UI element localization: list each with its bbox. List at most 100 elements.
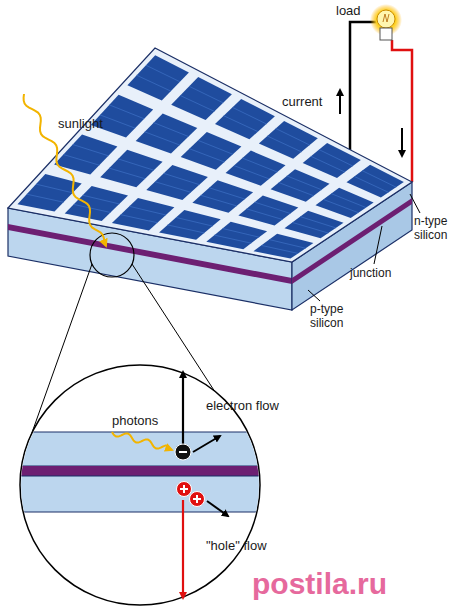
cell-stripe	[323, 199, 358, 212]
junction-layer	[10, 466, 270, 476]
cell-stripe	[36, 184, 73, 193]
leader-line	[308, 290, 320, 301]
cell-stripe	[146, 65, 180, 82]
plus-sign	[193, 495, 201, 503]
minus-sign	[179, 451, 187, 453]
solar-cell	[206, 222, 267, 249]
cell-stripe	[73, 144, 109, 155]
electron	[175, 444, 191, 460]
solar-cell	[159, 210, 221, 240]
cell-stripe	[261, 245, 298, 253]
leader-line	[410, 194, 420, 213]
sunlight-ray	[24, 94, 106, 246]
flow-label: electron flow	[206, 398, 279, 413]
cell-stripe	[223, 228, 260, 237]
solar-cell	[65, 186, 128, 221]
photons-label: photons	[112, 413, 158, 428]
load-label: load	[336, 3, 361, 18]
cell-stripe	[155, 182, 191, 193]
solar-cell	[285, 211, 344, 238]
cell-stripe	[209, 188, 245, 199]
cell-stripe	[164, 173, 200, 184]
magnifier-ring	[90, 233, 134, 277]
top-face	[8, 48, 412, 262]
cell-stripe	[27, 194, 64, 202]
current-arrow	[339, 90, 341, 114]
n-layer	[10, 432, 270, 466]
solar-cell	[112, 198, 174, 230]
solar-cell	[347, 165, 404, 198]
plus-sign	[180, 485, 188, 493]
hole	[177, 482, 192, 497]
flow-label: "hole" flow	[206, 538, 267, 553]
solar-cell	[192, 180, 253, 213]
leader-line	[374, 226, 382, 264]
cell-stripe	[74, 204, 111, 212]
solar-cell	[271, 169, 330, 202]
cell-stripe	[354, 176, 388, 192]
cell-stripe	[137, 75, 171, 91]
cell-stripe	[214, 235, 251, 243]
solar-cell	[127, 55, 188, 100]
bulb-glass	[377, 10, 395, 28]
cell-stripe	[100, 115, 135, 128]
cell-stripe	[198, 140, 233, 154]
solar-cell	[259, 121, 318, 159]
cell-stripe	[189, 149, 224, 162]
layer-label: junction	[350, 266, 391, 280]
cell-stripe	[154, 123, 189, 137]
cell-stripe	[362, 171, 396, 188]
layer-label: p-type silicon	[310, 302, 354, 330]
cell-stripe	[255, 202, 291, 213]
cell-stripe	[287, 176, 322, 190]
photon-ray	[112, 432, 172, 450]
solar-cell	[136, 113, 198, 153]
p-layer	[10, 476, 270, 512]
electron-motion-arrow	[193, 436, 220, 452]
bulb-filament	[383, 14, 389, 22]
hole-flow-arrow	[182, 500, 184, 598]
cell-stripe	[121, 215, 158, 223]
cell-stripe	[168, 225, 205, 233]
solar-cell	[171, 77, 232, 120]
cell-stripe	[176, 217, 213, 226]
cell-stripe	[109, 105, 144, 119]
layer-label: n-type silicon	[414, 214, 456, 242]
current-label: current	[282, 94, 322, 109]
cell-stripe	[269, 240, 306, 249]
solar-cell	[100, 150, 162, 188]
cell-stripe	[83, 195, 120, 204]
solar-cell	[18, 174, 82, 212]
cell-stripe	[63, 155, 99, 166]
cell-stripe	[331, 194, 366, 208]
solar-cell	[181, 132, 242, 170]
hole	[190, 492, 205, 507]
cell-stripe	[109, 168, 145, 179]
black-wire	[350, 22, 377, 150]
cell-stripe	[247, 209, 283, 220]
cell-stripe	[242, 158, 277, 172]
cell-stripe	[189, 86, 223, 103]
cell-stripe	[234, 166, 269, 179]
cell-stripe	[224, 116, 258, 132]
cell-stripe	[129, 206, 166, 215]
sunlight-label: sunlight	[58, 116, 103, 131]
watermark: postila.ru	[252, 566, 387, 601]
solar-cell	[316, 188, 374, 218]
cell-stripe	[300, 217, 336, 228]
cell-stripe	[311, 156, 345, 172]
cell-stripe	[232, 107, 266, 124]
cell-stripe	[145, 132, 180, 145]
current-arrow	[401, 128, 403, 156]
solar-cell	[254, 234, 314, 259]
solar-cells	[18, 55, 404, 258]
cell-stripe	[180, 95, 214, 111]
cell-stripe	[276, 128, 310, 145]
solar-cell	[226, 151, 286, 186]
solar-cell	[303, 143, 361, 178]
cell-stripe	[319, 150, 353, 167]
red-wire	[392, 40, 412, 182]
solar-cell	[215, 99, 275, 139]
electron-flow-arrow	[182, 372, 184, 444]
